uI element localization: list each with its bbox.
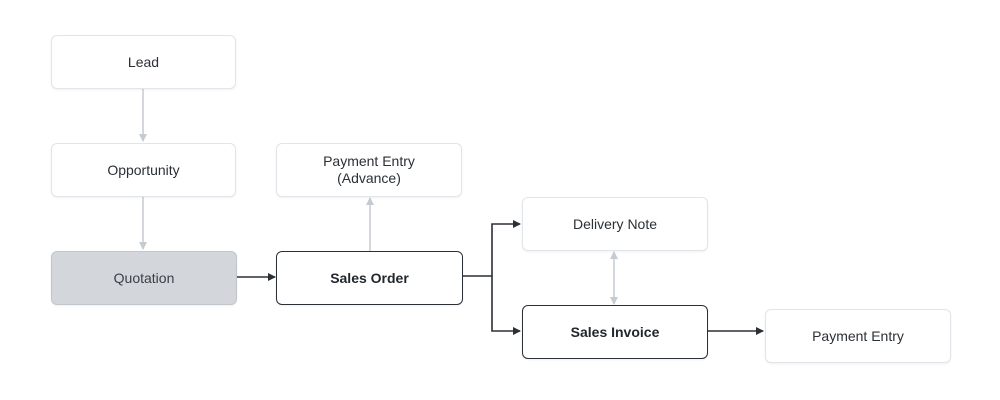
node-payment-entry-advance[interactable]: Payment Entry (Advance) bbox=[276, 143, 462, 197]
node-sales-invoice[interactable]: Sales Invoice bbox=[522, 305, 708, 359]
node-delivery-note[interactable]: Delivery Note bbox=[522, 197, 708, 251]
edge-sales-order-to-delivery-note bbox=[463, 220, 521, 277]
node-opportunity[interactable]: Opportunity bbox=[51, 143, 236, 197]
node-lead[interactable]: Lead bbox=[51, 35, 236, 89]
node-payment-entry[interactable]: Payment Entry bbox=[765, 309, 951, 363]
node-sales-order[interactable]: Sales Order bbox=[276, 251, 463, 305]
node-quotation[interactable]: Quotation bbox=[51, 251, 237, 305]
edge-sales-order-to-sales-invoice bbox=[491, 276, 521, 335]
